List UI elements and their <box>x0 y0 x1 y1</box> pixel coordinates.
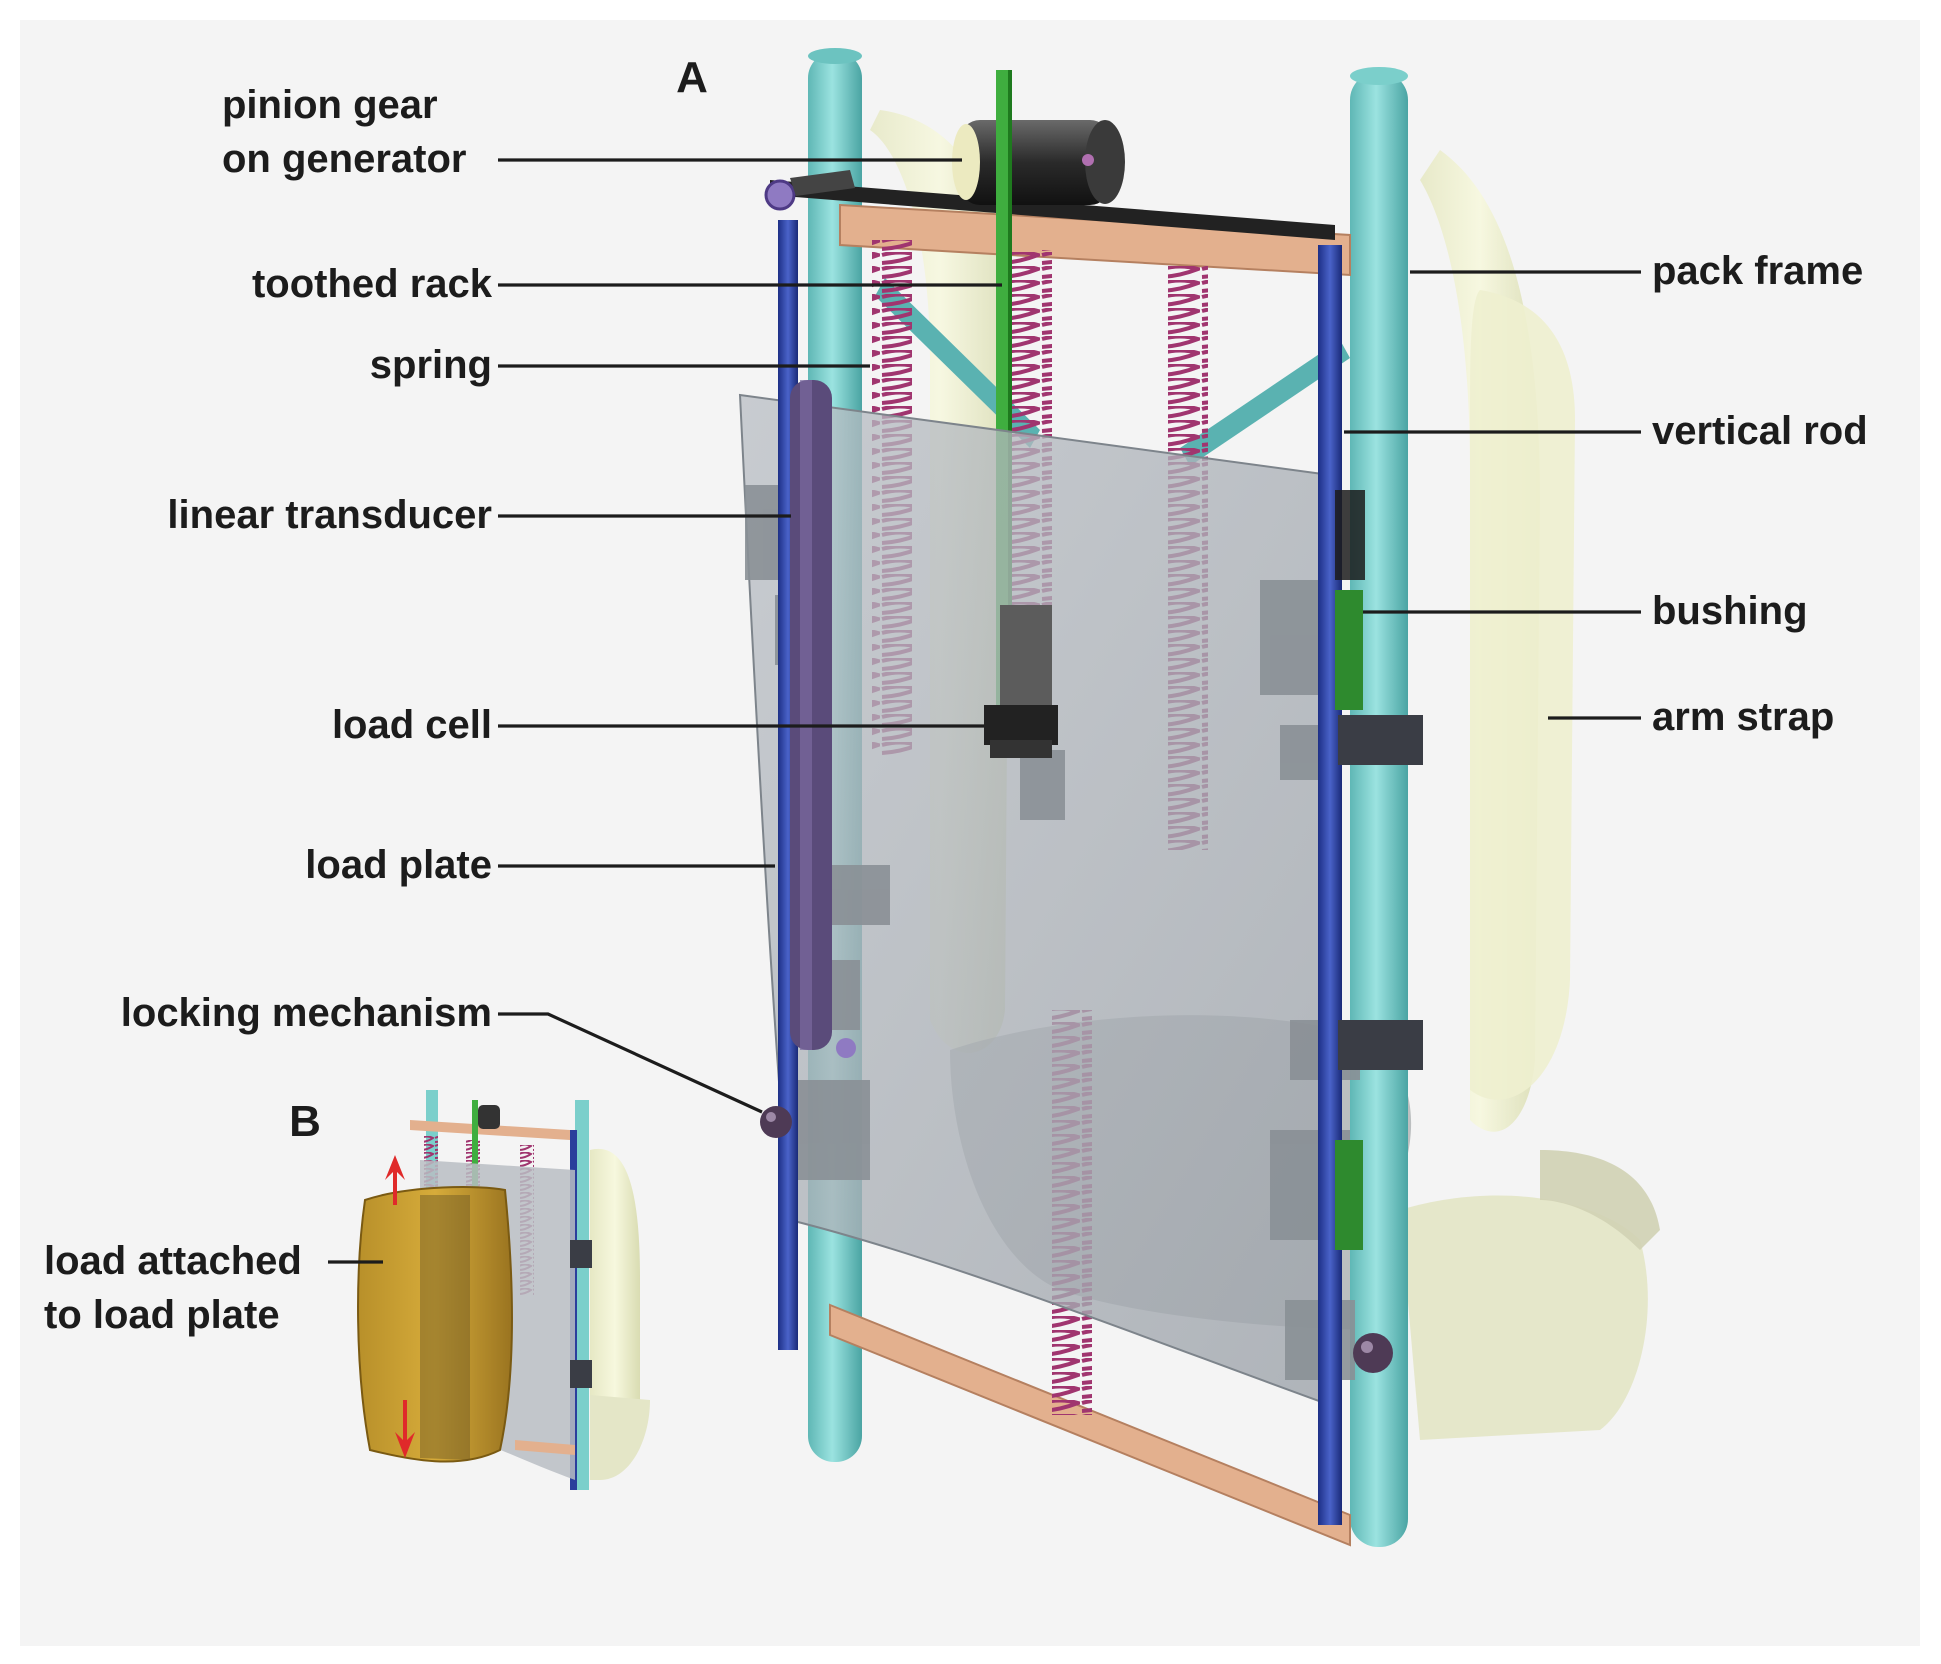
locking-knob-right <box>1353 1333 1393 1373</box>
label-load-plate: load plate <box>305 843 492 887</box>
label-load-attached-line2: to load plate <box>44 1293 280 1337</box>
load-block <box>357 1186 513 1463</box>
label-load-cell: load cell <box>332 703 492 747</box>
generator <box>952 120 1125 205</box>
panel-label-a: A <box>676 53 708 102</box>
arrow-down <box>395 1400 415 1458</box>
panel-a-illustration <box>738 48 1660 1547</box>
labels: A B pinion gear on generator toothed rac… <box>44 53 1868 1337</box>
arrow-up <box>385 1155 405 1205</box>
pack-frame-post-right <box>1350 72 1408 1547</box>
label-pack-frame: pack frame <box>1652 249 1863 293</box>
bushing-lower <box>1335 1140 1363 1250</box>
locking-knob-left <box>760 1106 792 1138</box>
label-load-attached-line1: load attached <box>44 1239 302 1283</box>
hip-belt-right <box>1400 1195 1648 1440</box>
label-locking-mechanism: locking mechanism <box>121 991 492 1035</box>
bottom-crossbar <box>829 1303 1351 1547</box>
load-cell <box>984 605 1058 758</box>
label-linear-transducer: linear transducer <box>167 493 492 537</box>
label-arm-strap: arm strap <box>1652 695 1834 739</box>
label-pinion-gear-line1: pinion gear <box>222 83 438 127</box>
label-vertical-rod: vertical rod <box>1652 409 1868 453</box>
label-bushing: bushing <box>1652 589 1808 633</box>
label-toothed-rack: toothed rack <box>252 262 493 306</box>
leader-lines <box>328 158 1641 1264</box>
arm-strap-right-outer <box>1470 290 1575 1100</box>
panel-label-b: B <box>289 1097 321 1146</box>
bushing-upper <box>1335 590 1363 710</box>
panel-b-illustration <box>357 1090 650 1490</box>
label-spring: spring <box>370 343 492 387</box>
leader-locking-mechanism <box>498 1012 763 1114</box>
vertical-rod-right <box>1318 245 1342 1525</box>
label-pinion-gear-line2: on generator <box>222 137 466 181</box>
